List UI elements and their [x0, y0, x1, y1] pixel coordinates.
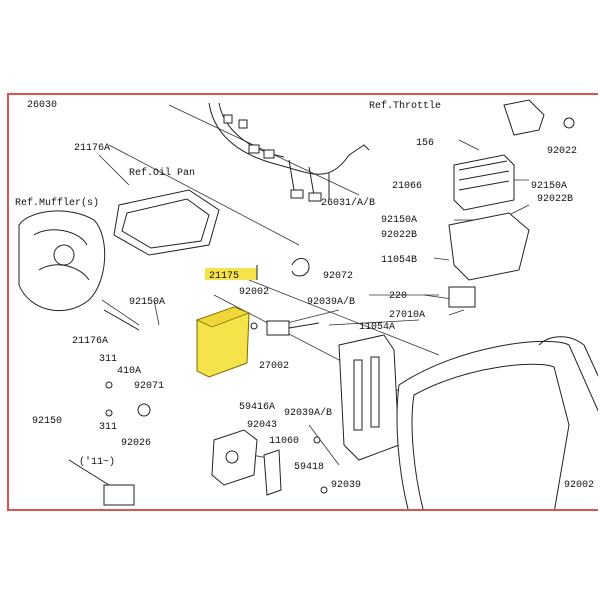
label-11054A: 11054A: [359, 322, 395, 333]
label-92072: 92072: [323, 271, 353, 282]
label-92002-br: 92002: [564, 480, 594, 491]
label-92026: 92026: [121, 438, 151, 449]
throttle-part: [503, 99, 575, 136]
label-92022B-r2: 92022B: [381, 230, 417, 241]
label-59418: 59418: [294, 462, 324, 473]
label-92150A-r2: 92150A: [381, 215, 417, 226]
part-labels: 26030 21176A Ref.Oil Pan Ref.Muffler(s) …: [15, 100, 594, 491]
lower-parts: [68, 265, 328, 506]
label-ref-throttle: Ref.Throttle: [369, 100, 441, 112]
ring-92072: [291, 258, 310, 277]
label-92043: 92043: [247, 420, 277, 431]
connector-27010A: [448, 286, 476, 308]
label-410A: 410A: [117, 366, 141, 377]
label-92039AB-b: 92039A/B: [284, 407, 332, 419]
label-311-b: 311: [99, 422, 117, 433]
label-92071: 92071: [134, 381, 164, 392]
label-92022B-r1: 92022B: [537, 194, 573, 205]
exploded-parts-diagram: 26030 21176A Ref.Oil Pan Ref.Muffler(s) …: [15, 99, 598, 509]
label-311-a: 311: [99, 354, 117, 365]
oil-pan-part: [113, 189, 220, 256]
label-92150A-r1: 92150A: [531, 181, 567, 192]
label-220: 220: [389, 291, 407, 302]
label-26031: 26031/A/B: [321, 197, 375, 209]
ecu-21175-highlighted[interactable]: [195, 268, 257, 378]
sensor-27002: [250, 320, 320, 336]
label-92022: 92022: [547, 146, 577, 157]
label-21176A-bot: 21176A: [72, 336, 108, 347]
label-21176A-top: 21176A: [74, 143, 110, 154]
label-11060: 11060: [269, 436, 299, 447]
label-year-note: ('11~): [79, 456, 115, 468]
label-92150A-mid: 92150A: [129, 297, 165, 308]
label-92039: 92039: [331, 480, 361, 491]
label-59416A: 59416A: [239, 402, 275, 413]
label-92002: 92002: [239, 287, 269, 298]
diagram-frame: 26030 21176A Ref.Oil Pan Ref.Muffler(s) …: [7, 93, 598, 511]
label-26000: 26030: [27, 100, 57, 111]
housing-right: [396, 336, 598, 509]
wiring-harness: [208, 102, 370, 202]
label-ref-muffler: Ref.Muffler(s): [15, 197, 99, 209]
label-11054B: 11054B: [381, 255, 417, 266]
label-92150: 92150: [32, 416, 62, 427]
label-156: 156: [416, 138, 434, 149]
bracket-11054A: [338, 334, 400, 461]
label-27010A: 27010A: [389, 310, 425, 321]
label-92039AB-a: 92039A/B: [307, 296, 355, 308]
label-21175: 21175: [209, 271, 239, 282]
label-21066: 21066: [392, 181, 422, 192]
label-ref-oil-pan: Ref.Oil Pan: [129, 167, 195, 179]
muffler-part: [18, 210, 106, 312]
label-27002: 27002: [259, 361, 289, 372]
regulator-21066: [448, 154, 530, 281]
